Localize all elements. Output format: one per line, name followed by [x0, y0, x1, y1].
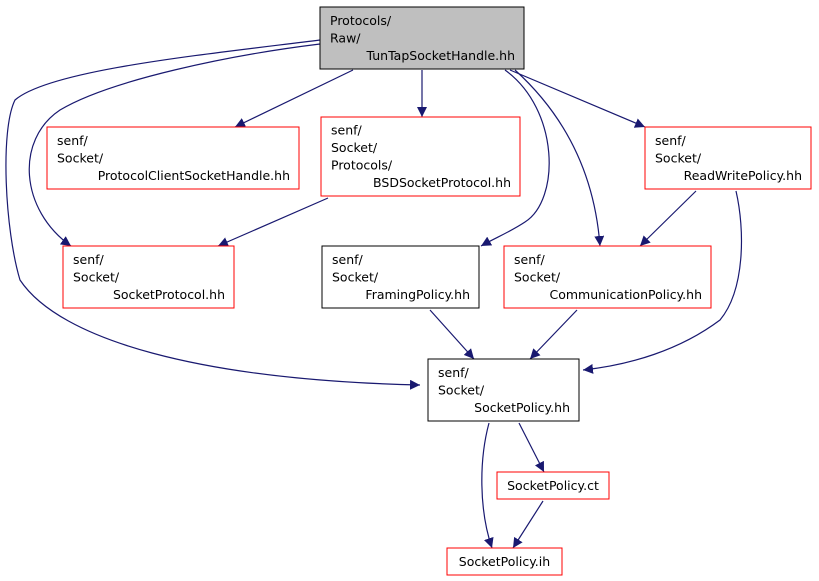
- node-label-line: Socket/: [57, 150, 104, 165]
- node-label-line: Socket/: [332, 269, 379, 284]
- edges-layer: [5, 39, 743, 549]
- node-label-line: senf/: [332, 252, 364, 267]
- node-label-line: SocketPolicy.ih: [459, 554, 550, 569]
- node-label-line: BSDSocketProtocol.hh: [373, 175, 511, 190]
- node-label-line: Socket/: [73, 269, 120, 284]
- node-label-line: Socket/: [331, 140, 378, 155]
- edge-socket-policy-ct-to-socket-policy-ih: [512, 500, 544, 549]
- node-root[interactable]: Protocols/Raw/TunTapSocketHandle.hh: [319, 6, 525, 70]
- node-socket-policy-hh[interactable]: senf/Socket/SocketPolicy.hh: [427, 358, 580, 422]
- node-label-line: Protocols/: [330, 13, 392, 28]
- node-socket-protocol[interactable]: senf/Socket/SocketProtocol.hh: [62, 245, 235, 309]
- node-box: [319, 6, 525, 70]
- node-label-line: SocketPolicy.ct: [507, 478, 599, 493]
- node-box: [446, 547, 563, 576]
- edge-root-to-socket-policy-hh: [5, 39, 421, 390]
- edge-root-to-socket-protocol: [28, 43, 321, 247]
- node-box: [503, 245, 712, 309]
- node-label-line: senf/: [438, 365, 470, 380]
- node-label-line: senf/: [655, 133, 687, 148]
- node-label-line: SocketProtocol.hh: [113, 287, 225, 302]
- node-socket-policy-ih[interactable]: SocketPolicy.ih: [446, 547, 563, 576]
- node-protocol-client-socket-handle[interactable]: senf/Socket/ProtocolClientSocketHandle.h…: [46, 126, 300, 190]
- node-framing-policy[interactable]: senf/Socket/FramingPolicy.hh: [321, 245, 480, 309]
- node-label-line: CommunicationPolicy.hh: [549, 287, 702, 302]
- node-box: [644, 126, 812, 190]
- edge-root-to-protocol-client-socket-handle: [234, 69, 354, 128]
- node-label-line: ReadWritePolicy.hh: [684, 168, 802, 183]
- edge-read-write-policy-to-socket-policy-hh: [582, 190, 743, 374]
- node-label-line: senf/: [514, 252, 546, 267]
- node-label-line: Socket/: [514, 269, 561, 284]
- node-box: [427, 358, 580, 422]
- node-box: [321, 245, 480, 309]
- edge-framing-policy-to-socket-policy-hh: [429, 309, 475, 360]
- edge-socket-policy-hh-to-socket-policy-ct: [518, 422, 545, 473]
- edge-root-to-framing-policy: [480, 69, 550, 247]
- node-label-line: senf/: [57, 133, 89, 148]
- edge-communication-policy-to-socket-policy-hh: [529, 309, 578, 360]
- node-communication-policy[interactable]: senf/Socket/CommunicationPolicy.hh: [503, 245, 712, 309]
- node-label-line: senf/: [331, 123, 363, 138]
- node-box: [320, 116, 521, 197]
- node-label-line: Socket/: [438, 382, 485, 397]
- edge-bsd-socket-protocol-to-socket-protocol: [217, 197, 329, 247]
- node-box: [46, 126, 300, 190]
- node-label-line: Protocols/: [331, 158, 393, 173]
- node-label-line: Raw/: [330, 30, 361, 45]
- node-label-line: senf/: [73, 252, 105, 267]
- nodes-layer: Protocols/Raw/TunTapSocketHandle.hh senf/…: [46, 6, 812, 576]
- edge-root-to-read-write-policy: [509, 69, 646, 128]
- node-label-line: TunTapSocketHandle.hh: [366, 48, 515, 63]
- node-read-write-policy[interactable]: senf/Socket/ReadWritePolicy.hh: [644, 126, 812, 190]
- node-label-line: FramingPolicy.hh: [365, 287, 470, 302]
- node-label-line: SocketPolicy.hh: [474, 400, 570, 415]
- node-socket-policy-ct[interactable]: SocketPolicy.ct: [496, 471, 610, 500]
- node-box: [62, 245, 235, 309]
- node-label-line: ProtocolClientSocketHandle.hh: [98, 168, 290, 183]
- edge-read-write-policy-to-communication-policy: [639, 190, 697, 247]
- node-box: [496, 471, 610, 500]
- node-label-line: Socket/: [655, 150, 702, 165]
- node-bsd-socket-protocol[interactable]: senf/Socket/Protocols/BSDSocketProtocol.…: [320, 116, 521, 197]
- edge-socket-policy-hh-to-socket-policy-ih: [481, 422, 494, 549]
- edge-root-to-communication-policy: [514, 69, 605, 247]
